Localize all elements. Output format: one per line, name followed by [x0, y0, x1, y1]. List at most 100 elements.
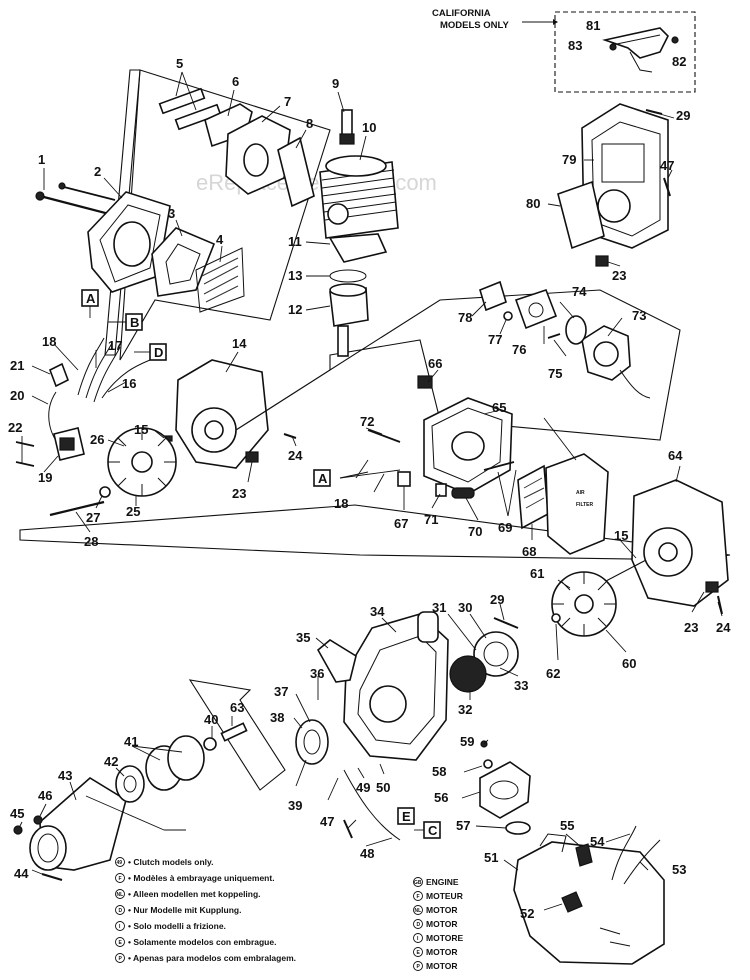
part-number: 65 — [492, 400, 506, 415]
connector-box-a2 — [313, 469, 331, 487]
part-number: 2 — [94, 164, 101, 179]
note-text: • Nur Modelle mit Kupplung. — [128, 905, 241, 915]
gasket-78 — [479, 280, 507, 312]
legend-text: MOTOR — [426, 947, 457, 957]
starter-73 — [581, 325, 651, 399]
note-symbol: 49 — [117, 860, 123, 866]
screw-29a — [645, 109, 663, 115]
handle-35 — [316, 639, 357, 683]
filter-68 — [517, 464, 549, 530]
note-text: • Apenas para modelos com embralagem. — [128, 953, 296, 963]
washer-77 — [503, 311, 513, 321]
washer-40 — [203, 737, 217, 751]
part-number: 57 — [456, 818, 470, 833]
ring-13 — [329, 269, 367, 283]
legend-text: MOTOR — [426, 919, 457, 929]
part-number: 61 — [530, 566, 544, 581]
washer-27 — [99, 486, 111, 498]
part-number: 49 — [356, 780, 370, 795]
part-number: 21 — [10, 358, 24, 373]
part-number: 72 — [360, 414, 374, 429]
note-symbol: P — [119, 956, 123, 962]
part-number: 27 — [86, 510, 100, 525]
connector-box-b — [125, 313, 143, 331]
gasket-74 — [565, 315, 587, 345]
part-number: 24 — [716, 620, 731, 635]
leader-lines — [19, 71, 723, 911]
carb-block-7 — [225, 115, 291, 195]
note-text: • Clutch models only. — [128, 857, 213, 867]
note-row: F • Modèles à embrayage uniquement. — [115, 873, 275, 883]
note-text: • Alleen modellen met koppeling. — [128, 889, 261, 899]
california-callout: CALIFORNIA MODELS ONLY — [432, 8, 696, 93]
part-number: 5 — [176, 56, 183, 71]
part-number: 30 — [458, 600, 472, 615]
part-number-labels: 1 2 3 4 5 6 7 8 9 10 11 12 13 14 15 15 1… — [8, 18, 731, 921]
part-number: 60 — [622, 656, 636, 671]
part-number: 15 — [134, 422, 148, 437]
nut-23a — [245, 451, 259, 463]
connector-boxes: A A B C D E — [81, 289, 441, 839]
part-number: 64 — [668, 448, 683, 463]
part-70 — [451, 487, 475, 499]
gasket-57 — [505, 821, 531, 835]
part-number: 37 — [274, 684, 288, 699]
legend-text: MOTOR — [426, 905, 457, 915]
note-symbol: E — [119, 940, 123, 946]
connector-a1-label: A — [86, 291, 96, 306]
note-row: NL • Alleen modellen met koppeling. — [115, 889, 261, 899]
pins-5 — [158, 87, 222, 131]
legend-text: MOTEUR — [426, 891, 463, 901]
part-number: 20 — [10, 388, 24, 403]
fuel-lines-53-54 — [611, 825, 661, 885]
part-number: 13 — [288, 268, 302, 283]
part-number: 54 — [590, 834, 605, 849]
part-number: 77 — [488, 332, 502, 347]
part-number: 35 — [296, 630, 310, 645]
legend-row: F MOTEUR — [413, 891, 463, 901]
screw-29b — [493, 617, 519, 629]
legend-text: MOTORE — [426, 933, 463, 943]
part-number: 43 — [58, 768, 72, 783]
part-number: 75 — [548, 366, 562, 381]
flywheel-60 — [551, 571, 617, 637]
fuel-cap-56 — [479, 761, 531, 819]
part-number: 79 — [562, 152, 576, 167]
part-number: 33 — [514, 678, 528, 693]
part-number: 55 — [560, 818, 574, 833]
part-number: 76 — [512, 342, 526, 357]
part-number: 52 — [520, 906, 534, 921]
part-number: 14 — [232, 336, 247, 351]
svg-text:AIR: AIR — [576, 490, 585, 496]
part-number: 7 — [284, 94, 291, 109]
part-number: 19 — [38, 470, 52, 485]
part-number: 58 — [432, 764, 446, 779]
part-number: 9 — [332, 76, 339, 91]
legend-row: E MOTOR — [413, 947, 457, 957]
part-number: 70 — [468, 524, 482, 539]
clutch-notes: 49 • Clutch models only. F • Modèles à e… — [115, 857, 296, 963]
ignition-coil-19 — [48, 391, 85, 461]
legend-symbol: E — [417, 950, 421, 956]
part-number: 47 — [320, 814, 334, 829]
note-symbol: NL — [117, 892, 124, 898]
part-number: 71 — [424, 512, 438, 527]
legend-row: I MOTORE — [413, 933, 463, 943]
part-number: 59 — [460, 734, 474, 749]
spring-32 — [449, 655, 487, 693]
screw-44 — [41, 873, 63, 881]
flywheel-25 — [107, 427, 177, 497]
part-71 — [435, 483, 447, 497]
part-number: 1 — [38, 152, 45, 167]
part-number: 47 — [660, 158, 674, 173]
connector-box-d — [149, 343, 167, 361]
part-number: 34 — [370, 604, 385, 619]
legend-symbol: P — [417, 964, 421, 970]
part-number: 23 — [232, 486, 246, 501]
part-number: 31 — [432, 600, 446, 615]
part-number: 74 — [572, 284, 587, 299]
crankcase-14 — [175, 359, 331, 469]
part-number: 12 — [288, 302, 302, 317]
callout-line1: CALIFORNIA — [432, 8, 491, 19]
part-number: 24 — [288, 448, 303, 463]
